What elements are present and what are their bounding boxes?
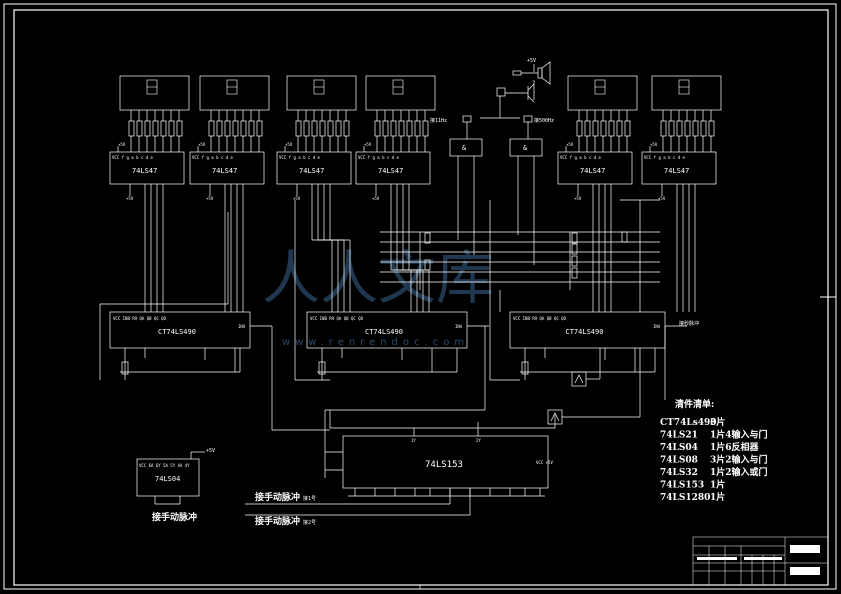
watermark-main: 人人文库 (262, 244, 494, 312)
part-name-3: 74LS04 (660, 443, 698, 453)
inverter-pins: VCC 6A 6Y 5A 5Y 4A 4Y (139, 463, 190, 468)
decoder-pins-3: VCC f g a b c d e (279, 155, 321, 160)
mux-pin-1y: 1Y (411, 438, 416, 443)
decoder-pins-5: VCC f g a b c d e (560, 155, 602, 160)
part-qty-1: 3片 (710, 416, 725, 428)
decoder-gnd-5: +5V (574, 196, 582, 201)
decoder-label-1: 74LS47 (132, 167, 157, 175)
part-name-1: CT74Ls490 (660, 418, 717, 428)
decoder-unit-2: VCC f g a b c d e 74LS47 +5V +5V (189, 75, 270, 212)
pulse-sub-2: 接2号 (303, 519, 316, 526)
title-block (692, 536, 829, 586)
decoder-gnd-6: +5V (658, 196, 666, 201)
counter-label-3: CT74LS490 (566, 328, 604, 336)
pulse-sub-1: 接1号 (303, 495, 316, 502)
decoder-unit-3: VCC f g a b c d e 74LS47 +5V +5V (276, 75, 357, 212)
pulse-label-1: 接手动脉冲 (255, 491, 300, 503)
decoder-pins-4: VCC f g a b c d e (358, 155, 400, 160)
counter-pins-3: VCC INB R9 QA QB QC QD (513, 316, 567, 321)
decoder-label-4: 74LS47 (378, 167, 403, 175)
speaker-icon (537, 67, 543, 79)
decoder-pins-2: VCC f g a b c d e (192, 155, 234, 160)
decoder-gnd-3: +5V (293, 196, 301, 201)
counter-unit-2: VCC INB R9 QA QB QC QD CT74LS490 INA (306, 311, 489, 380)
mux-pin-2y: 2Y (476, 438, 481, 443)
and-gates: & & (449, 138, 543, 265)
and-gate-1: & (462, 144, 467, 152)
part-name-5: 74LS32 (660, 468, 698, 478)
pulse-label-2: 接手动脉冲 (255, 515, 300, 527)
counter-unit-3: VCC INB R9 QA QB QC QD CT74LS490 INA (509, 311, 687, 380)
part-qty-7: 1片 (710, 491, 725, 503)
part-qty-2: 1片4输入与门 (710, 429, 768, 441)
decoder-pins-1: VCC f g a b c d e (112, 155, 154, 160)
part-qty-4: 3片2输入与门 (710, 454, 768, 466)
counter-label-1: CT74LS490 (158, 328, 196, 336)
part-qty-6: 1片 (710, 479, 725, 491)
bus-wires (99, 199, 696, 381)
decoder-unit-5: VCC f g a b c d e 74LS47 +5V +5V (557, 75, 638, 212)
parts-title: 清件清单: (675, 398, 714, 410)
part-name-6: 74LS153 (660, 481, 704, 491)
counter-pins-1: VCC INB R9 QA QB QC QD (113, 316, 167, 321)
counter-unit-1: VCC INB R9 QA QB QC QD CT74LS490 INA (109, 311, 272, 380)
decoder-vcc-3: +5V (285, 142, 293, 147)
speaker-vcc-label: +5V (527, 58, 536, 64)
gate-label-1: 接11Hz (430, 117, 447, 124)
part-name-7: 74LS1280 (660, 493, 710, 503)
decoder-unit-6: VCC f g a b c d e 74LS47 +5V +5V (641, 75, 722, 212)
decoder-vcc-5: +5V (566, 142, 574, 147)
part-name-4: 74LS08 (660, 456, 698, 466)
pulse-inputs: 接手动脉冲 接1号 接手动脉冲 接2号 (245, 488, 471, 527)
counter-right-2: INA (455, 324, 463, 329)
mux-vcc: VCC +5V (536, 460, 553, 465)
decoder-vcc-6: +5V (650, 142, 658, 147)
decoder-label-2: 74LS47 (212, 167, 237, 175)
decoder-label-5: 74LS47 (580, 167, 605, 175)
decoder-unit-1: VCC f g a b c d e 74LS47 +5V +5V (109, 75, 190, 212)
decoder-vcc-2: +5V (198, 142, 206, 147)
decoder-gnd-1: +5V (126, 196, 134, 201)
inverter-label: 74LS04 (155, 475, 180, 483)
part-qty-5: 1片2输入或门 (710, 466, 768, 478)
inverter-74ls04: VCC 6A 6Y 5A 5Y 4A 4Y 74LS04 +5V 接手动脉冲 (136, 448, 215, 523)
counter-right-1: INA (238, 324, 246, 329)
gate-label-2: 接500Hz (534, 117, 554, 124)
decoder-label-3: 74LS47 (299, 167, 324, 175)
watermark: 人人文库 www.renrendoc.com (262, 244, 494, 348)
decoder-unit-4: VCC f g a b c d e 74LS47 +5V +5V (355, 75, 436, 212)
and-gate-2: & (523, 144, 528, 152)
decoder-pins-6: VCC f g a b c d e (644, 155, 686, 160)
decoder-vcc-1: +5V (118, 142, 126, 147)
manual-pulse-label: 接手动脉冲 (152, 511, 197, 523)
counter-pins-2: VCC INB R9 QA QB QC QD (310, 316, 364, 321)
watermark-sub: www.renrendoc.com (282, 337, 469, 348)
part-qty-3: 1片6反相器 (710, 441, 760, 453)
side-note: 接秒脉冲 (679, 320, 699, 327)
decoder-gnd-4: +5V (372, 196, 380, 201)
part-name-2: 74LS21 (660, 431, 698, 441)
inverter-vcc: +5V (206, 448, 215, 454)
counter-label-2: CT74LS490 (365, 328, 403, 336)
speaker-circuit: +5V 接11Hz 接500Hz (430, 58, 554, 139)
decoder-gnd-2: +5V (206, 196, 214, 201)
counter-right-3: INA (653, 324, 661, 329)
mux-label: 74LS153 (425, 460, 463, 470)
decoder-label-6: 74LS47 (664, 167, 689, 175)
mux-74ls153: 74LS153 1Y 2Y VCC +5V (324, 410, 556, 497)
decoder-vcc-4: +5V (364, 142, 372, 147)
